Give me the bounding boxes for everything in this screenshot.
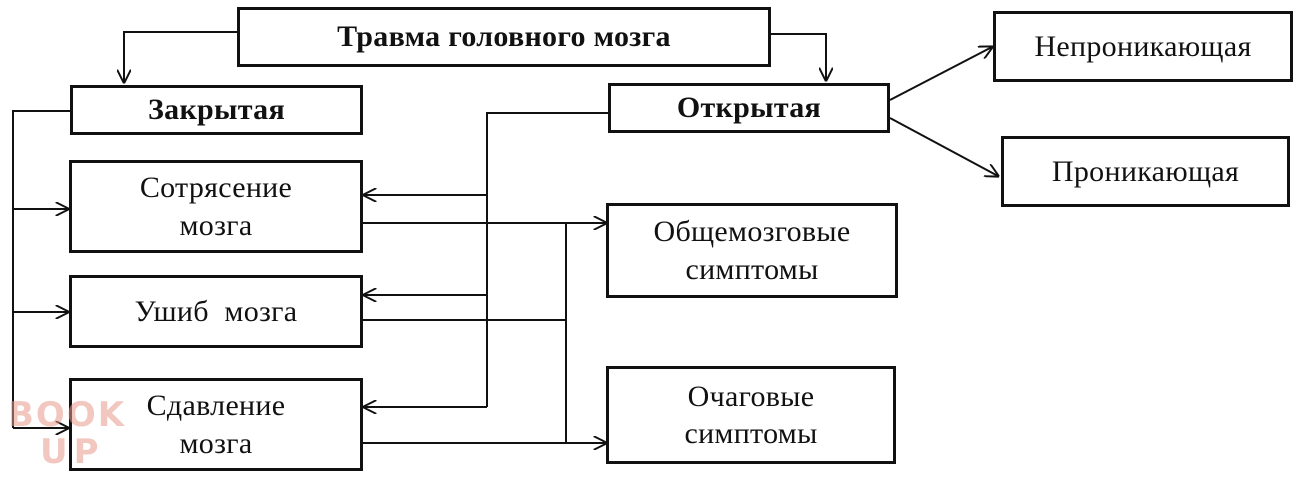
non-penetrating-label: Непроникающая — [1034, 29, 1252, 63]
concussion-label-line1: Сотрясение — [139, 171, 293, 204]
arrow-open-to-penetrating — [889, 117, 998, 176]
root-node: Травма головного мозга — [237, 7, 771, 67]
contusion-label: Ушиб мозга — [134, 294, 298, 328]
arrow-open-to-nonpenetrating — [889, 47, 992, 101]
general-symptoms-line1: Общемозговые — [653, 215, 851, 248]
closed-left-bus — [12, 110, 70, 428]
open-internal-bus — [486, 112, 608, 407]
arrow-root-to-closed — [124, 31, 237, 82]
watermark-logo-line1: BOOK — [8, 395, 127, 435]
focal-symptoms-node: Очаговые симптомы — [606, 366, 896, 464]
open-label: Открытая — [676, 91, 822, 125]
focal-symptoms-line2: симптомы — [684, 417, 818, 450]
general-symptoms-line2: симптомы — [685, 252, 819, 286]
root-label: Травма головного мозга — [337, 20, 671, 54]
contusion-node: Ушиб мозга — [69, 275, 363, 348]
compression-label-line2: мозга — [179, 426, 253, 460]
open-node: Открытая — [608, 83, 890, 133]
penetrating-node: Проникающая — [1001, 136, 1290, 207]
concussion-node: Сотрясение мозга — [69, 160, 363, 253]
closed-label: Закрытая — [148, 93, 285, 127]
non-penetrating-node: Непроникающая — [993, 11, 1293, 82]
concussion-label-line2: мозга — [179, 208, 253, 242]
general-symptoms-node: Общемозговые симптомы — [606, 203, 898, 298]
penetrating-label: Проникающая — [1051, 154, 1240, 188]
arrow-root-to-open — [771, 33, 826, 80]
compression-node: Сдавление мозга — [69, 378, 363, 471]
compression-label-line1: Сдавление — [146, 389, 286, 422]
closed-node: Закрытая — [70, 85, 363, 135]
focal-symptoms-line1: Очаговые — [687, 379, 815, 413]
watermark-logo-line2: UP — [40, 432, 105, 472]
